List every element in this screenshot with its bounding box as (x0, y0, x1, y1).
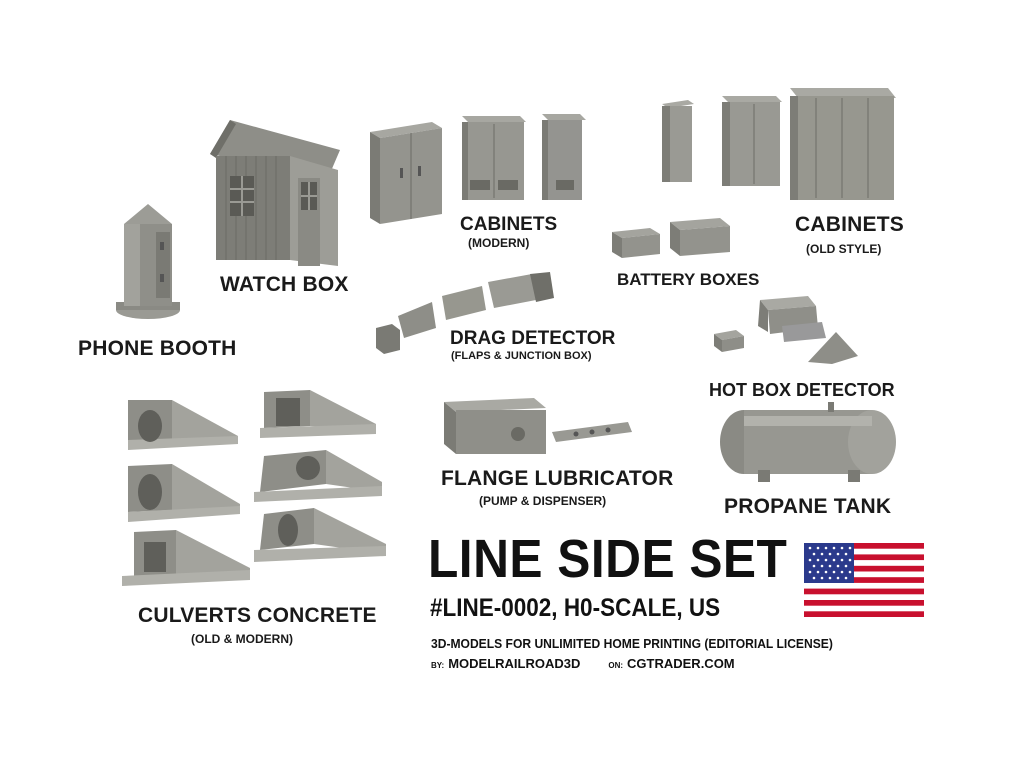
propane-tank-model (720, 402, 896, 482)
cabinets-old-label: CABINETS (795, 213, 904, 236)
cabinets-modern-label: CABINETS (460, 214, 558, 235)
product-description: 3D-MODELS FOR UNLIMITED HOME PRINTING (E… (431, 636, 833, 651)
drag-detector-label: DRAG DETECTOR (450, 328, 616, 349)
by-prefix: BY: (431, 661, 445, 670)
propane-tank-label: PROPANE TANK (724, 495, 892, 518)
product-title: LINE SIDE SET (428, 529, 788, 589)
flange-lubricator-sublabel: (PUMP & DISPENSER) (479, 494, 607, 508)
store-name: CGTRADER.COM (627, 656, 735, 671)
product-sku-line: #LINE-0002, H0-SCALE, US (430, 594, 721, 622)
cabinets-modern-sublabel: (MODERN) (468, 236, 530, 250)
byline: BY:MODELRAILROAD3D ON:CGTRADER.COM (431, 656, 735, 671)
culverts-model (122, 390, 386, 586)
phone-booth-model (116, 204, 180, 319)
on-prefix: ON: (608, 661, 624, 670)
watch-box-label: WATCH BOX (220, 273, 349, 296)
cabinets-old-model (662, 88, 896, 200)
drag-detector-model (376, 272, 554, 354)
battery-boxes-label: BATTERY BOXES (617, 270, 760, 289)
hot-box-detector-label: HOT BOX DETECTOR (709, 380, 895, 400)
cabinets-modern-model (370, 114, 586, 224)
author-name: MODELRAILROAD3D (448, 656, 581, 671)
flange-lubricator-label: FLANGE LUBRICATOR (441, 467, 674, 490)
culverts-sublabel: (OLD & MODERN) (191, 632, 293, 646)
us-flag-icon (804, 543, 924, 617)
drag-detector-sublabel: (FLAPS & JUNCTION BOX) (451, 350, 592, 362)
hot-box-detector-model (714, 296, 858, 364)
cabinets-old-sublabel: (OLD STYLE) (806, 242, 882, 256)
battery-boxes-model (612, 218, 730, 258)
flange-lubricator-model (444, 398, 632, 454)
watch-box-model (210, 120, 340, 266)
culverts-label: CULVERTS CONCRETE (138, 604, 377, 627)
phone-booth-label: PHONE BOOTH (78, 337, 237, 360)
